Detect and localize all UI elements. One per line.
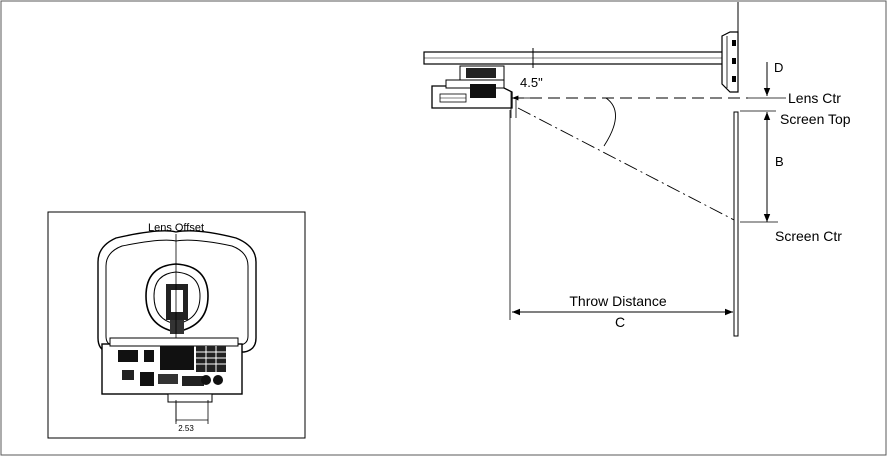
io-port-1 xyxy=(122,370,134,380)
projector-foot xyxy=(167,393,213,403)
b-label: B xyxy=(775,154,784,169)
c-label: C xyxy=(615,314,625,330)
screen-top-label: Screen Top xyxy=(780,111,851,127)
projector-panel-left xyxy=(118,350,138,362)
projector-lens-block xyxy=(160,346,194,370)
io-port-3 xyxy=(158,374,178,384)
wall-plate-bolt-2 xyxy=(732,58,736,64)
mount-neck xyxy=(170,320,184,334)
projection-centerline xyxy=(517,107,739,223)
wall-plate-bolt-1 xyxy=(732,40,736,46)
io-port-2 xyxy=(140,372,154,386)
mount-head-detail xyxy=(466,68,496,78)
mount-arm-slot xyxy=(171,290,183,312)
throw-distance-label: Throw Distance xyxy=(569,293,666,309)
distance-4-5-label: 4.5" xyxy=(520,75,543,90)
wall-plate-outer xyxy=(97,230,257,353)
d-label: D xyxy=(774,60,783,75)
lens-offset-inset: Lens Offset 2.53 xyxy=(47,211,306,439)
io-port-5 xyxy=(201,375,211,385)
screen-ctr-label: Screen Ctr xyxy=(775,228,842,244)
projector-top-bar xyxy=(109,337,239,347)
io-port-6 xyxy=(213,375,223,385)
lens-ctr-label: Lens Ctr xyxy=(788,90,841,106)
projector-side-dark xyxy=(470,84,496,98)
wall-plate-bolt-3 xyxy=(732,76,736,82)
projection-angle-arc xyxy=(603,97,616,147)
projection-screen xyxy=(733,111,739,337)
projector-panel-left2 xyxy=(144,350,154,362)
io-port-4 xyxy=(182,376,204,386)
projector-vent-grid xyxy=(196,346,226,372)
side-view: 4.5" D Lens Ctr Screen Top B Screen Ctr xyxy=(423,2,851,337)
offset-value-label: 2.53 xyxy=(178,424,194,433)
